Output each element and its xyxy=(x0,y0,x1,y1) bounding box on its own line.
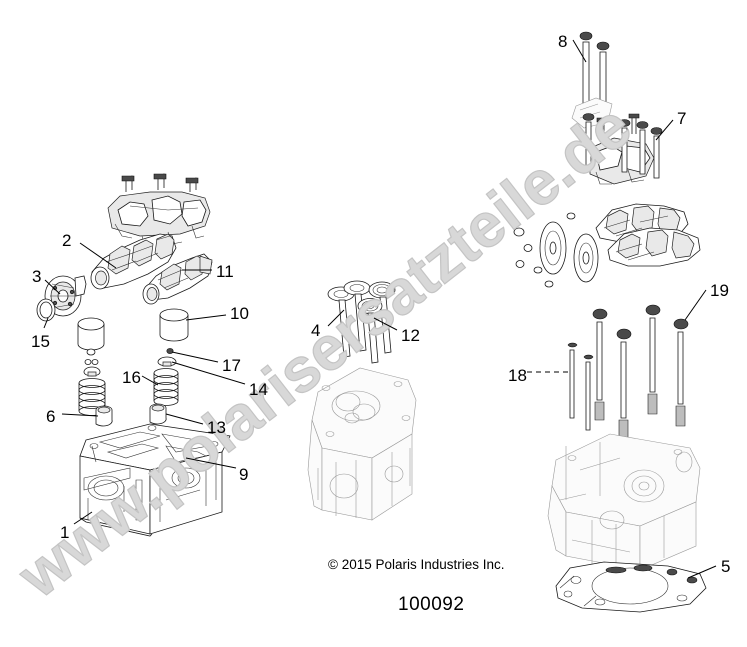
valve-collet-right xyxy=(166,348,174,354)
intake-valves xyxy=(327,280,371,358)
leader-line-7 xyxy=(655,119,674,141)
valve-tappet-left xyxy=(77,317,105,351)
cylinder-head-bare-middle xyxy=(307,367,417,521)
leader-line-17 xyxy=(171,351,219,363)
leader-line-8 xyxy=(572,39,587,63)
callout-18[interactable]: 18 xyxy=(508,366,527,385)
valve-stem-seal-left xyxy=(95,405,113,427)
callout-16[interactable]: 16 xyxy=(122,368,141,387)
valve-tappet-right xyxy=(159,308,189,342)
rocker-arm-assembly-left xyxy=(107,173,211,247)
callout-19[interactable]: 19 xyxy=(710,281,729,300)
head-bolts-small xyxy=(567,342,594,431)
valve-stem-seal-right xyxy=(149,403,167,425)
leader-line-19 xyxy=(684,289,707,321)
leader-line-4 xyxy=(327,309,345,327)
callout-6[interactable]: 6 xyxy=(46,407,56,426)
callout-12[interactable]: 12 xyxy=(401,326,420,345)
camshaft-intake xyxy=(90,233,177,290)
callout-8[interactable]: 8 xyxy=(558,32,568,51)
sprocket-retainer-ring xyxy=(36,298,56,322)
callout-4[interactable]: 4 xyxy=(311,321,321,340)
callout-7[interactable]: 7 xyxy=(677,109,687,128)
leader-line-10 xyxy=(185,314,227,321)
valve-spring-right xyxy=(153,368,179,406)
callout-9[interactable]: 9 xyxy=(239,465,249,484)
drawing-number: 100092 xyxy=(398,594,465,615)
callout-10[interactable]: 10 xyxy=(230,304,249,323)
leader-line-9 xyxy=(185,457,237,469)
leader-line-16 xyxy=(141,375,159,386)
cylinder-head-bare-right xyxy=(547,433,701,571)
callout-17[interactable]: 17 xyxy=(222,356,241,375)
leader-line-5 xyxy=(687,565,717,579)
callout-5[interactable]: 5 xyxy=(721,557,731,576)
camshaft-exhaust xyxy=(142,253,213,305)
head-gasket xyxy=(555,561,707,613)
leader-line-3 xyxy=(44,279,61,295)
leader-line-15 xyxy=(43,317,49,329)
callout-3[interactable]: 3 xyxy=(32,267,42,286)
copyright-notice: © 2015 Polaris Industries Inc. xyxy=(328,557,505,572)
callout-2[interactable]: 2 xyxy=(62,231,72,250)
valve-keeper-right xyxy=(157,356,177,367)
callout-13[interactable]: 13 xyxy=(207,418,226,437)
rocker-bolts-short xyxy=(582,113,663,179)
cylinder-head-assembly xyxy=(79,423,231,537)
leader-line-6 xyxy=(61,413,99,417)
callout-14[interactable]: 14 xyxy=(249,380,268,399)
exhaust-valves xyxy=(357,281,396,364)
leader-line-14 xyxy=(171,361,246,385)
leader-line-2 xyxy=(79,242,117,269)
leader-line-12 xyxy=(373,317,398,331)
camshaft-sprocket-pair xyxy=(513,203,701,288)
head-bolts-long xyxy=(592,304,689,439)
valve-collets-left xyxy=(83,348,101,377)
leader-line-13 xyxy=(165,413,204,425)
rocker-bolts-long xyxy=(579,31,610,119)
valve-spring-left xyxy=(78,378,106,416)
callout-15[interactable]: 15 xyxy=(31,332,50,351)
callout-1[interactable]: 1 xyxy=(60,523,70,542)
leader-line-1 xyxy=(73,511,93,525)
callout-11[interactable]: 11 xyxy=(216,262,234,281)
